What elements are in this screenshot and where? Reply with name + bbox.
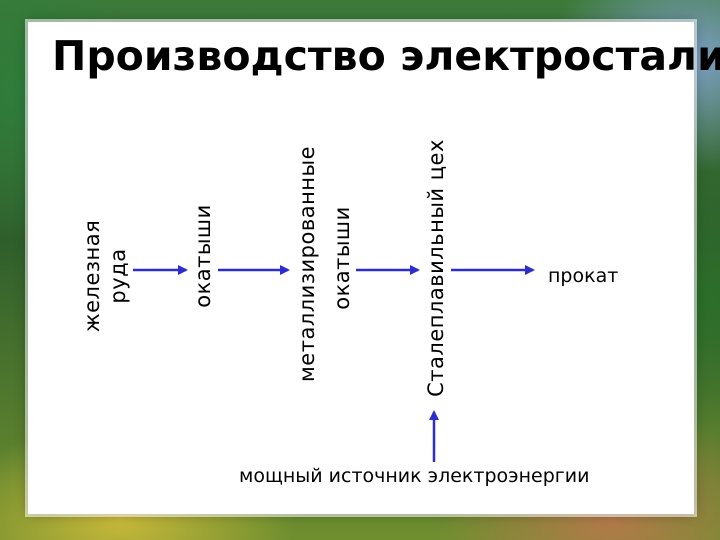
- page-title: Производство электростали: [52, 32, 720, 80]
- slide-panel: [28, 22, 694, 514]
- node-metallized-line1: металлизированные: [295, 146, 319, 382]
- node-rolled-product: прокат: [548, 265, 618, 287]
- node-power-source: мощный источник электроэнергии: [239, 465, 589, 487]
- node-metallized-line2: окатыши: [330, 206, 354, 310]
- node-iron-ore-line1: железная: [80, 220, 104, 333]
- node-pellets: окатыши: [191, 204, 215, 308]
- node-steel-shop: Сталеплавильный цех: [424, 139, 448, 397]
- node-iron-ore-line2: руда: [106, 248, 130, 303]
